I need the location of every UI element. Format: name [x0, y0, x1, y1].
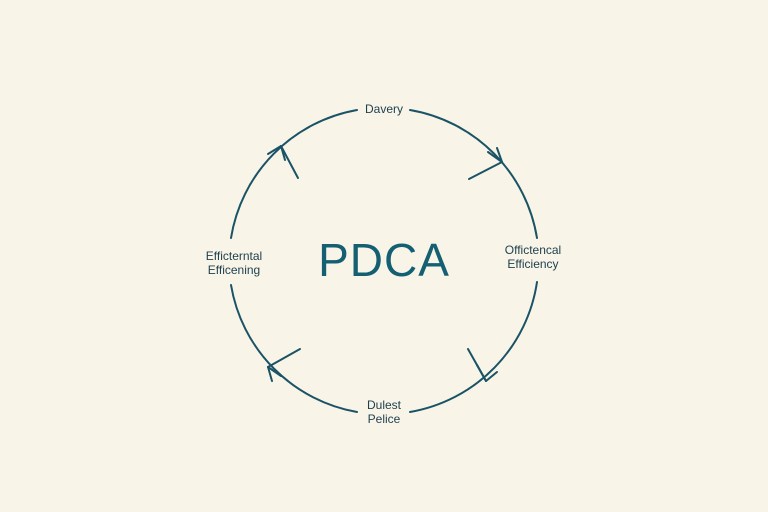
- stage-label-left: Efficterntal Efficening: [188, 249, 280, 277]
- stage-label-bottom: Dulest Pelice: [334, 398, 434, 426]
- stage-bottom-line2: Pelice: [367, 412, 401, 426]
- stage-right-line2: Efficiency: [507, 257, 559, 271]
- stage-right-line1: Offictencal: [504, 243, 562, 257]
- stage-left-line1: Efficterntal: [205, 249, 263, 263]
- arrow-icon-bottom-right: [467, 348, 498, 382]
- stage-top-line1: Davery: [364, 102, 403, 116]
- stage-bottom-line1: Dulest: [366, 398, 401, 412]
- arc-left-top: [230, 109, 358, 239]
- arrow-icon-top-left: [267, 145, 299, 179]
- center-title: PDCA: [318, 234, 450, 286]
- arc-bottom-left: [230, 284, 358, 413]
- arc-top-right: [409, 109, 538, 239]
- stage-label-right: Offictencal Efficiency: [488, 243, 578, 271]
- stage-label-top: Davery: [334, 102, 434, 116]
- arrow-icon-bottom-left: [267, 348, 301, 382]
- arc-right-bottom: [409, 281, 538, 413]
- stage-left-line2: Efficening: [207, 263, 261, 277]
- arrow-icon-top-right: [468, 147, 503, 180]
